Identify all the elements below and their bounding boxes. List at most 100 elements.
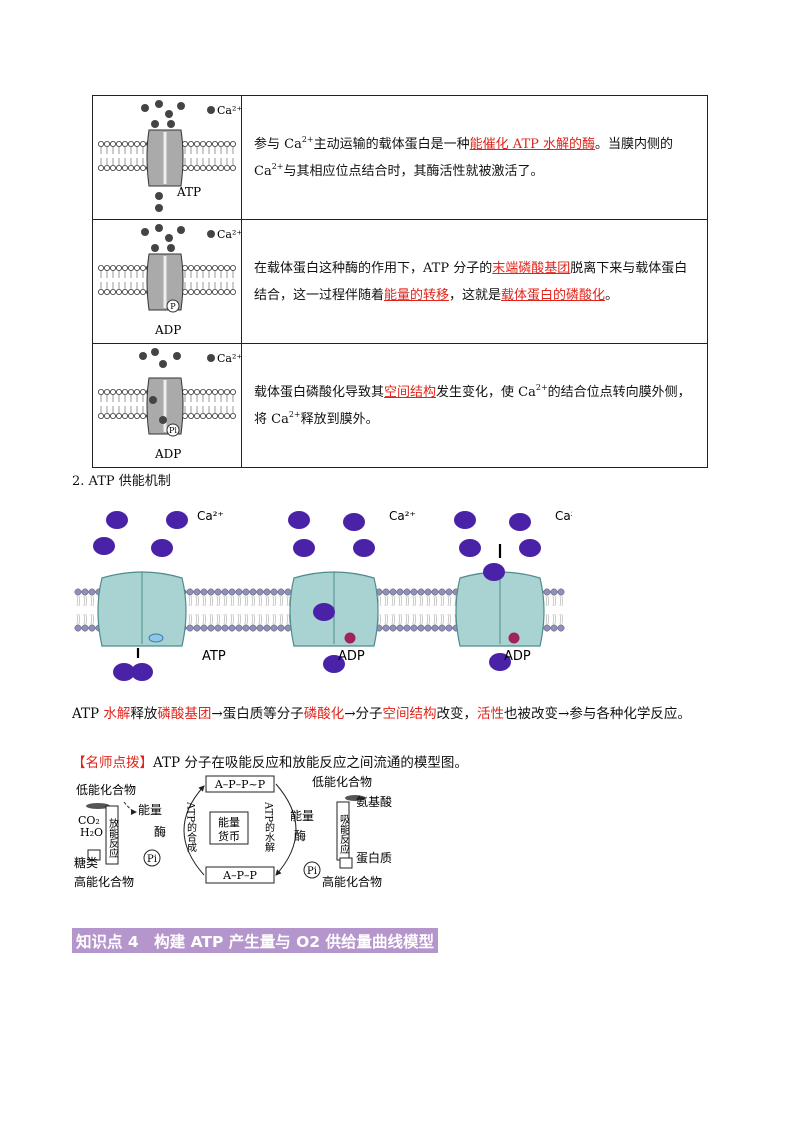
lipid-head xyxy=(194,389,201,396)
lipid-head xyxy=(229,265,236,272)
lipid-head xyxy=(424,588,432,596)
tip-line: 【名师点拨】ATP 分子在吸能反应和放能反应之间流通的模型图。 xyxy=(72,751,468,771)
top-box-label: A–P–P~P xyxy=(214,778,266,791)
lipid-tail xyxy=(440,595,444,607)
lipid-tail xyxy=(440,613,444,625)
right-energy-label: 能量 xyxy=(290,809,314,823)
lipid-tail xyxy=(391,595,395,607)
lipid-tail xyxy=(552,595,556,607)
lipid-head xyxy=(74,624,82,632)
lipid-head xyxy=(115,165,122,172)
lipid-head xyxy=(140,165,147,172)
lipid-head xyxy=(109,413,116,420)
lipid-head xyxy=(410,588,418,596)
lipid-tail xyxy=(272,613,276,625)
lipid-tail xyxy=(251,613,255,625)
lipid-head xyxy=(200,588,208,596)
lipid-head xyxy=(212,389,219,396)
lipid-tail xyxy=(426,595,430,607)
lipid-head xyxy=(242,588,250,596)
key-term: 空间结构 xyxy=(382,706,437,722)
text-segment: ATP xyxy=(72,706,104,722)
lipid-head xyxy=(218,265,225,272)
lipid-head xyxy=(206,141,213,148)
ca-ion xyxy=(167,120,175,128)
right-dish-top xyxy=(345,795,365,801)
lipid-head xyxy=(207,624,215,632)
right-bottom-label: 高能化合物 xyxy=(322,874,382,889)
lipid-head xyxy=(396,588,404,596)
lipid-head xyxy=(121,413,128,420)
lipid-tail xyxy=(559,613,563,625)
lipid-head xyxy=(431,588,439,596)
lipid-head xyxy=(389,588,397,596)
figure-cell: Ca²⁺ATP xyxy=(92,95,242,220)
lipid-tail xyxy=(552,613,556,625)
superscript: 2+ xyxy=(271,161,284,171)
ca-ion-legend xyxy=(207,354,215,362)
ca-ion xyxy=(173,352,181,360)
ca-ion xyxy=(139,352,147,360)
right-pi-circle xyxy=(303,861,321,879)
lipid-head xyxy=(200,265,207,272)
hydrolysis-label: ATP的水解 xyxy=(263,801,275,853)
lipid-head xyxy=(382,624,390,632)
lipid-head xyxy=(115,389,122,396)
lipid-head xyxy=(438,588,446,596)
highlight-text: 末端磷酸基团 xyxy=(492,260,571,276)
text-segment: ，这就是 xyxy=(449,287,502,303)
lipid-head xyxy=(263,624,271,632)
lipid-head xyxy=(194,265,201,272)
lipid-head xyxy=(256,588,264,596)
ion-label: Ca²⁺ xyxy=(217,228,241,241)
lipid-head xyxy=(223,289,230,296)
ca-ion xyxy=(483,563,505,581)
lipid-head xyxy=(543,588,551,596)
lipid-head xyxy=(221,588,229,596)
ca-ion xyxy=(151,244,159,252)
lipid-head xyxy=(188,413,195,420)
lipid-tail xyxy=(237,595,241,607)
lipid-head xyxy=(98,265,104,272)
lipid-head xyxy=(109,165,116,172)
lipid-head xyxy=(134,413,141,420)
lipid-head xyxy=(218,141,225,148)
lipid-head xyxy=(212,141,219,148)
lipid-head xyxy=(212,165,219,172)
lipid-head xyxy=(410,624,418,632)
superscript: 2+ xyxy=(288,409,301,419)
left-cup xyxy=(87,849,101,861)
ca-ion xyxy=(519,539,541,557)
text-segment: 的结合位点转向膜外侧，将 Ca xyxy=(254,384,691,427)
lipid-head xyxy=(200,141,207,148)
lipid-head xyxy=(206,265,213,272)
left-sugar-label: 糖类 xyxy=(74,855,98,870)
ca-ion xyxy=(177,226,185,234)
lipid-head xyxy=(263,588,271,596)
ca-ion xyxy=(293,539,315,557)
right-pi-label: Pi xyxy=(307,866,317,877)
lipid-head xyxy=(98,289,104,296)
lipid-head xyxy=(128,389,135,396)
lipid-head xyxy=(115,141,122,148)
section-heading: 2. ATP 供能机制 xyxy=(72,474,171,489)
lipid-head xyxy=(223,265,230,272)
lipid-head xyxy=(557,624,565,632)
lipid-tail xyxy=(265,613,269,625)
lipid-head xyxy=(417,624,425,632)
lipid-tail xyxy=(447,613,451,625)
text-segment: 脱离下来与载体蛋白结合，这一过程伴随着 xyxy=(254,260,688,303)
lipid-head xyxy=(194,165,201,172)
lipid-tail xyxy=(83,595,87,607)
figure-bottom-label: ADP xyxy=(154,447,181,461)
phosphate-circle xyxy=(166,423,180,437)
ca-ion xyxy=(343,513,365,531)
panel-bottom-label: ATP xyxy=(202,649,226,664)
ca-ion xyxy=(177,102,185,110)
lipid-head xyxy=(438,624,446,632)
